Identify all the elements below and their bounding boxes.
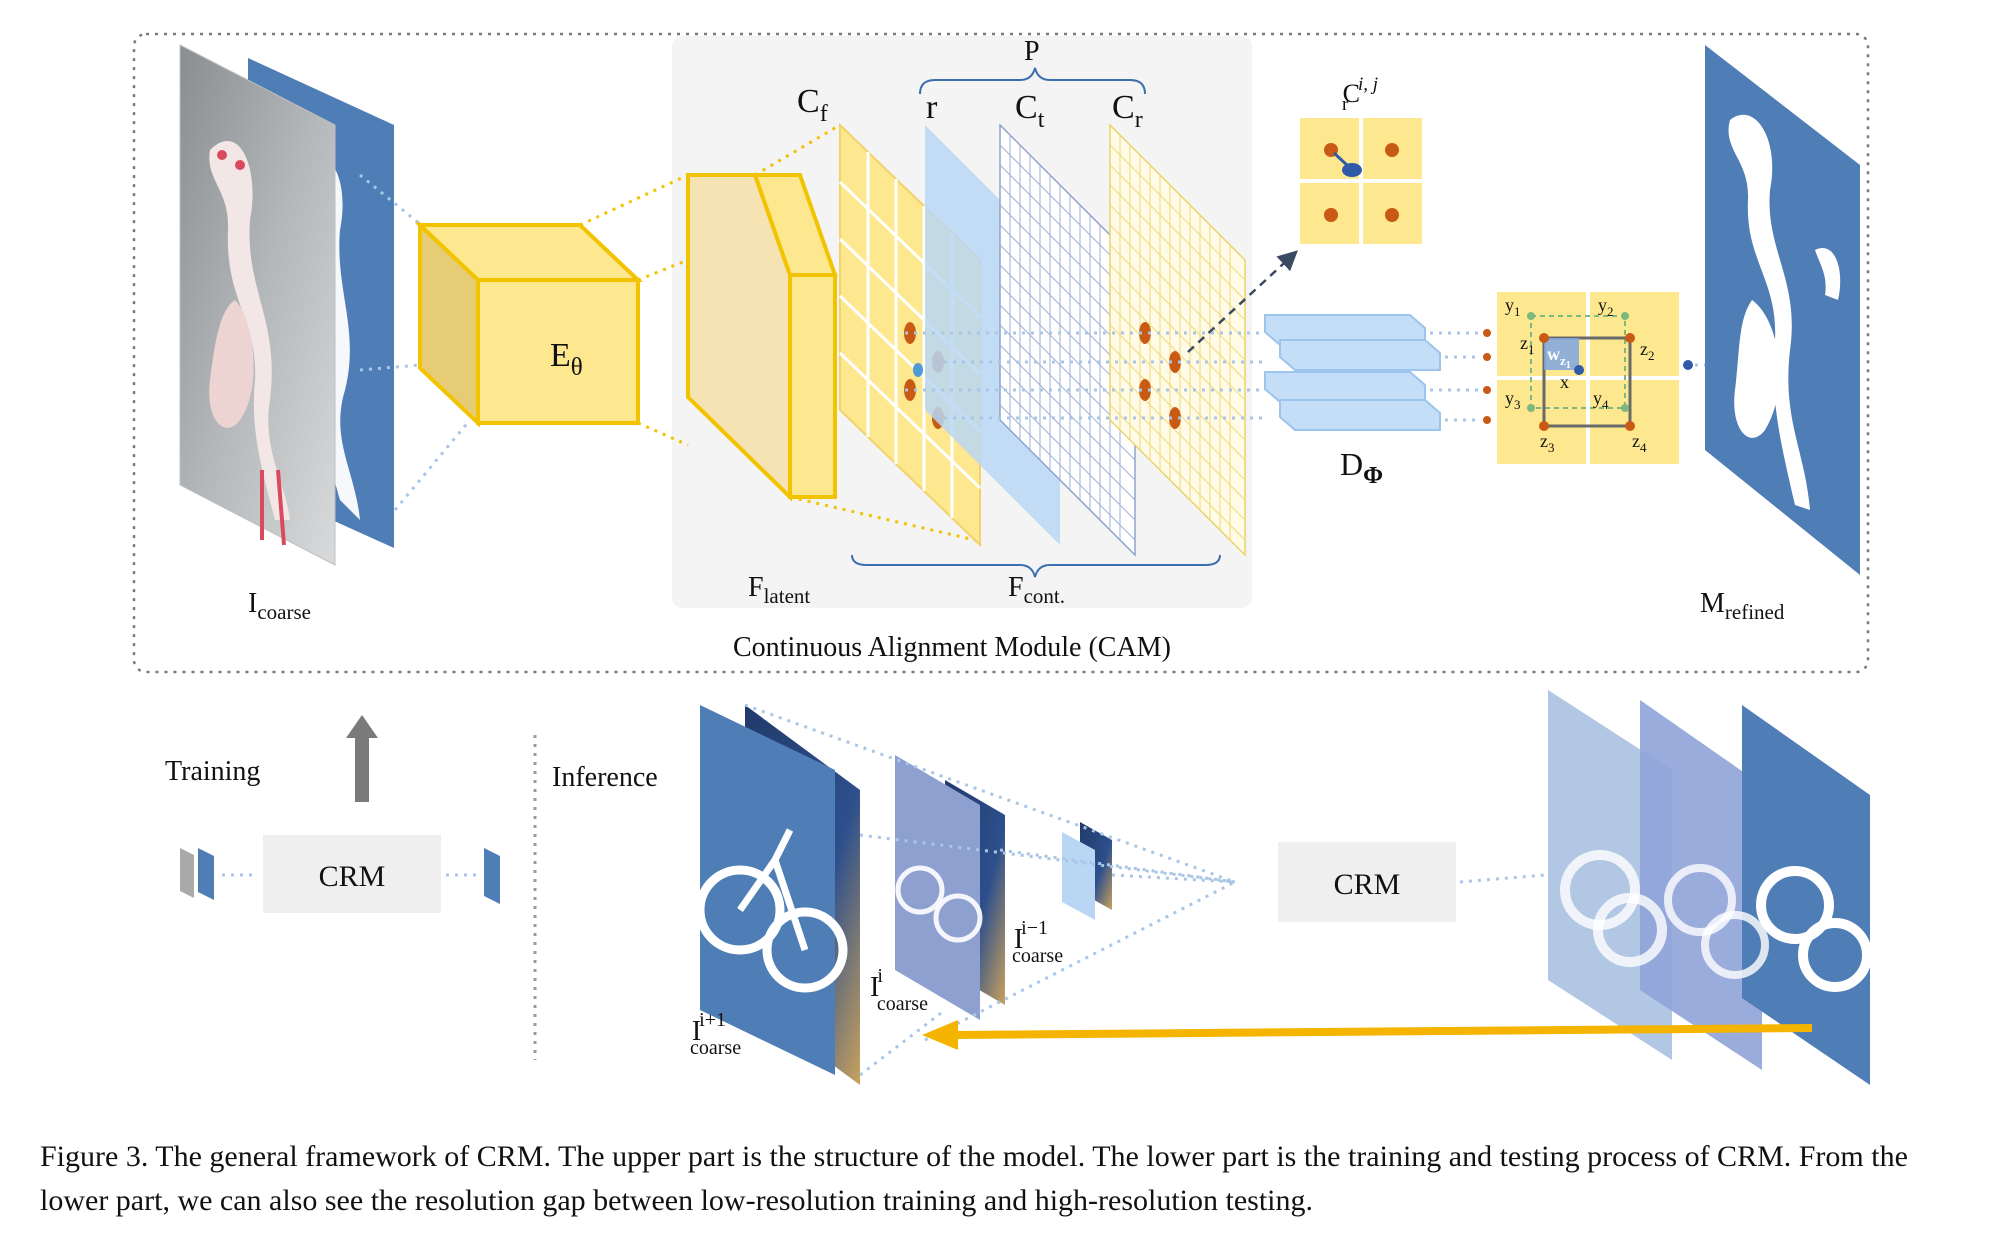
- svg-text:z2: z2: [1640, 339, 1655, 363]
- figure-caption: Figure 3. The general framework of CRM. …: [40, 1140, 1908, 1217]
- decoder-output-dots: [1483, 329, 1491, 424]
- upper-panel-border: [132, 32, 1870, 674]
- crm-left-label: CRM: [319, 860, 386, 893]
- f-cont-label: Fcont.: [1008, 572, 1065, 608]
- inference-label: Inference: [552, 762, 658, 793]
- interpolation-box: [1497, 292, 1679, 464]
- crm-output-connector: [1459, 873, 1546, 884]
- cr-ij-zoom: [1300, 118, 1422, 244]
- svg-text:z3: z3: [1540, 431, 1555, 455]
- r-label: r: [926, 89, 938, 126]
- encoder-block: [414, 220, 644, 428]
- training-output-thumb: [484, 848, 500, 904]
- training-up-arrow: [346, 715, 378, 802]
- svg-text:z1: z1: [1520, 333, 1535, 357]
- i-prev-image: [1062, 822, 1112, 920]
- cf-label: Cf: [797, 83, 828, 127]
- f-latent-label: Flatent: [748, 572, 810, 608]
- decoder-label: DΦ: [1340, 446, 1383, 489]
- svg-text:x: x: [1560, 372, 1569, 392]
- crm-framework-diagram: Icoarse Eθ Cf r Ct Cr P Ci, jr Flatent F…: [132, 32, 1872, 1085]
- i-coarse-stack: [179, 44, 394, 566]
- svg-text:y2: y2: [1598, 295, 1614, 319]
- svg-text:y4: y4: [1593, 388, 1609, 412]
- encoder-label: Eθ: [550, 337, 583, 381]
- i-coarse-label: Icoarse: [248, 588, 311, 624]
- interp-output-dot: [1683, 360, 1693, 370]
- interpolation-labels: y1 y2 y3 y4 z1 z2 z3 z4 wz1 x: [1505, 295, 1655, 455]
- zoom-arrow: [1187, 250, 1298, 353]
- training-label: Training: [165, 756, 260, 787]
- crm-left-box: [263, 835, 441, 913]
- ct-label: Ct: [1015, 89, 1045, 133]
- i-cur-image: [895, 755, 1005, 1020]
- p-brace: [919, 67, 1146, 95]
- encoder-latent-connectors: [418, 173, 689, 447]
- svg-text:z4: z4: [1632, 431, 1647, 455]
- i-next-image: [695, 705, 860, 1085]
- m-refined-label: Mrefined: [1700, 588, 1785, 624]
- inference-converge-lines: [744, 703, 1236, 1077]
- decoder-output-lines: [1430, 331, 1480, 422]
- training-input-thumb: [180, 848, 214, 900]
- decoder-block: [1264, 314, 1441, 431]
- cam-query-lines: [905, 331, 1265, 420]
- inference-output-masks: [1548, 690, 1872, 1085]
- m-refined-mask: [1705, 45, 1860, 575]
- svg-text:y3: y3: [1505, 388, 1521, 412]
- svg-text:wz1: wz1: [1547, 344, 1571, 371]
- crm-right-label: CRM: [1334, 868, 1401, 901]
- f-latent-block: [686, 173, 838, 502]
- cam-label: Continuous Alignment Module (CAM): [733, 632, 1171, 663]
- latent-cf-connectors: [754, 123, 976, 542]
- crm-right-box: [1278, 842, 1456, 922]
- cr-grid-plane: [1109, 123, 1246, 557]
- f-cont-brace: [851, 554, 1221, 578]
- cr-label: Cr: [1112, 89, 1143, 133]
- feedback-arrow-head: [922, 1020, 958, 1050]
- feedback-arrow-shaft: [954, 1024, 1813, 1039]
- p-label: P: [1024, 36, 1040, 67]
- svg-text:y1: y1: [1505, 295, 1521, 319]
